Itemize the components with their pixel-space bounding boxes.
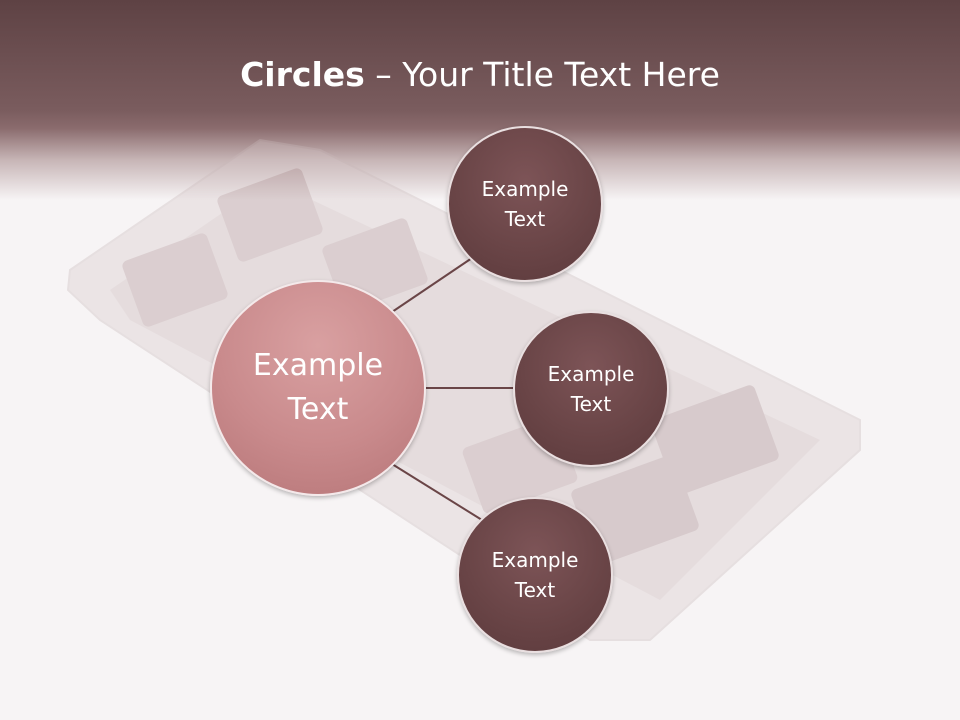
node-circle-top: Example Text [447,126,603,282]
center-circle: Example Text [210,280,426,496]
connector-bottom [391,463,483,521]
node-label-line1: Example [481,177,569,201]
title-rest: – Your Title Text Here [364,55,720,94]
node-label-line2: Text [514,578,556,602]
node-label-line2: Text [570,392,612,416]
node-label-line2: Text [504,207,546,231]
node-label-line1: Example [547,362,635,386]
node-circle-middle: Example Text [513,311,669,467]
connector-top [391,257,473,313]
connector-lines [391,257,516,521]
center-label-line2: Text [287,392,349,427]
node-label-line1: Example [491,548,579,572]
slide-title: Circles – Your Title Text Here [0,52,960,98]
center-label-line1: Example [252,348,384,383]
title-bold: Circles [240,55,365,94]
node-circle-bottom: Example Text [457,497,613,653]
